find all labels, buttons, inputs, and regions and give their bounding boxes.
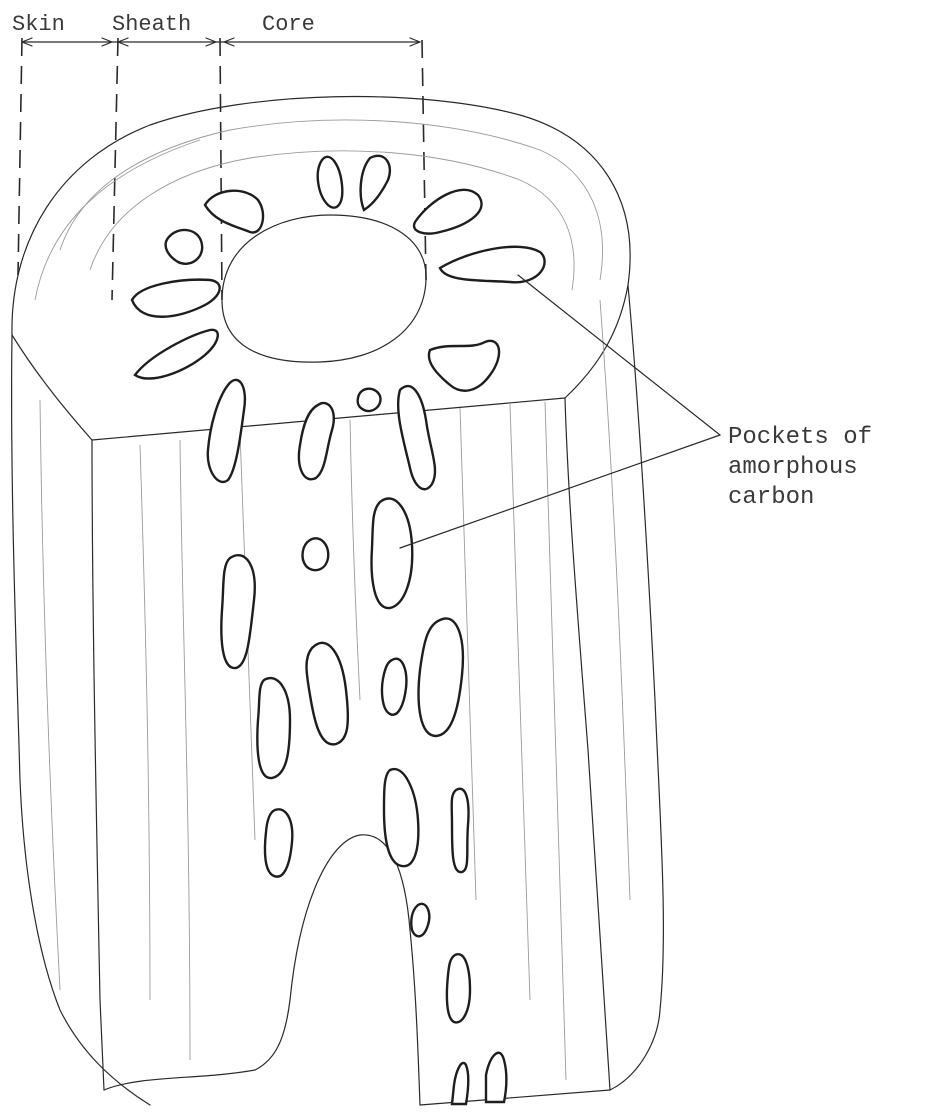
bottom-right-edge bbox=[420, 1090, 610, 1105]
pocket bbox=[452, 789, 469, 872]
callout-line-3: carbon bbox=[728, 484, 814, 511]
fiber-body bbox=[12, 97, 664, 1105]
fiber-end-face-outline bbox=[12, 97, 630, 398]
pocket bbox=[372, 499, 413, 609]
pocket bbox=[452, 1063, 468, 1104]
callout-line-1: Pockets of bbox=[728, 424, 872, 451]
leader-line bbox=[518, 275, 720, 435]
sheath-label: Sheath bbox=[112, 12, 191, 37]
pocket bbox=[307, 643, 348, 745]
pocket bbox=[166, 230, 203, 264]
pocket bbox=[411, 904, 429, 936]
pocket bbox=[382, 659, 406, 715]
core-boundary-line bbox=[220, 38, 222, 300]
fiber-right-side bbox=[610, 285, 663, 1090]
pocket bbox=[440, 247, 545, 283]
core-label: Core bbox=[262, 12, 315, 37]
sheath-boundary-line bbox=[112, 38, 118, 300]
pocket bbox=[361, 156, 390, 210]
core-opening bbox=[222, 215, 426, 362]
front-face-pockets bbox=[208, 380, 507, 1104]
pocket bbox=[257, 678, 290, 778]
pocket bbox=[429, 341, 499, 391]
pocket bbox=[132, 280, 220, 317]
pocket bbox=[221, 555, 254, 668]
pocket bbox=[398, 386, 435, 489]
pocket bbox=[205, 191, 263, 233]
pocket bbox=[208, 380, 245, 482]
pocket bbox=[358, 389, 381, 411]
end-face-pockets bbox=[132, 156, 545, 411]
pocket bbox=[318, 157, 343, 208]
bottom-fracture-edge bbox=[104, 1000, 290, 1090]
leader-line bbox=[400, 435, 720, 548]
zone-dimension-guides: Skin Sheath Core bbox=[12, 12, 426, 300]
core-end-line bbox=[422, 40, 426, 280]
pocket bbox=[486, 1053, 506, 1102]
pocket bbox=[299, 403, 334, 479]
pocket bbox=[265, 809, 292, 876]
skin-label: Skin bbox=[12, 12, 65, 37]
front-face-right-edge bbox=[565, 398, 610, 1090]
pocket bbox=[419, 618, 463, 736]
fiber-left-side bbox=[12, 335, 150, 1105]
pocket bbox=[135, 330, 218, 379]
pocket bbox=[447, 954, 470, 1022]
callout-line-2: amorphous bbox=[728, 454, 858, 481]
arch-cutout bbox=[290, 835, 420, 1105]
callout-leaders bbox=[400, 275, 720, 548]
callout-label: Pockets of amorphous carbon bbox=[728, 424, 872, 511]
front-face-left-edge bbox=[92, 440, 104, 1090]
skin-boundary-line bbox=[18, 38, 22, 275]
pocket bbox=[384, 769, 418, 866]
pocket bbox=[303, 538, 329, 570]
